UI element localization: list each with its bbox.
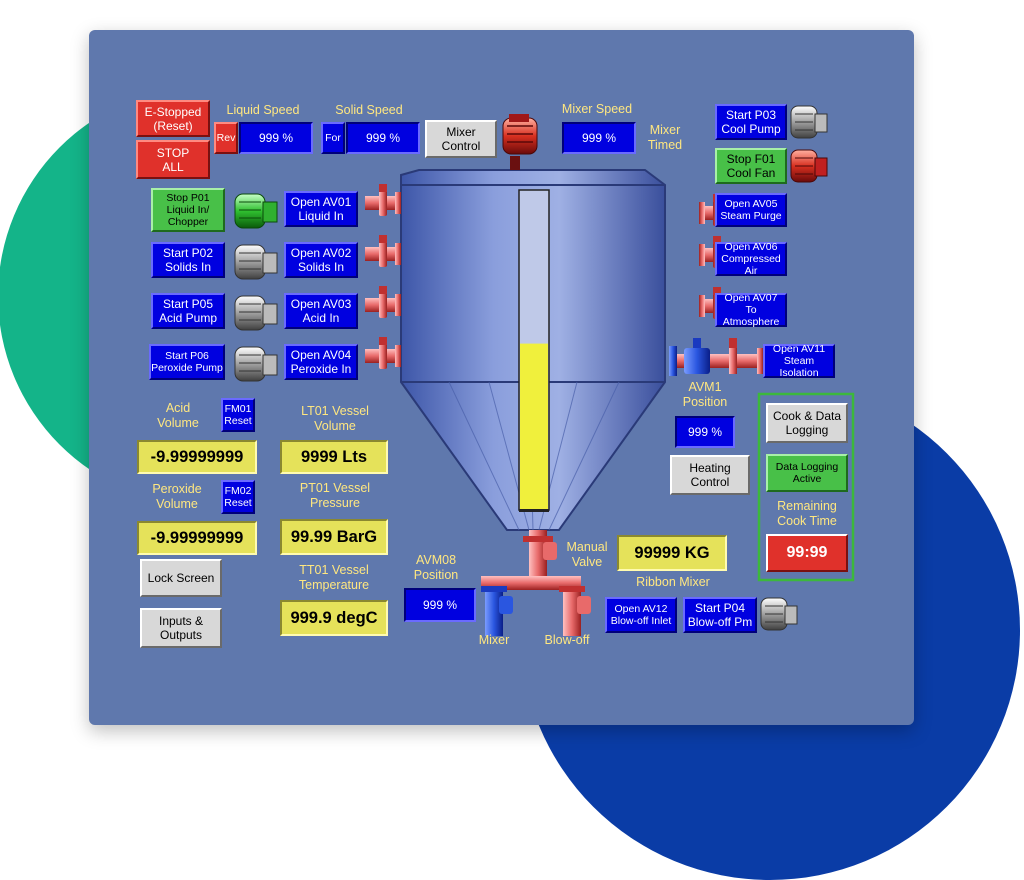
blow-off-outlet-label: Blow-off (544, 633, 590, 647)
acid-volume-label: Acid Volume (157, 401, 199, 430)
avm08-position-value[interactable]: 999 % (404, 588, 476, 622)
mixing-vessel (400, 169, 666, 531)
start-p04-button[interactable]: Start P04 Blow-off Pm (683, 597, 757, 633)
lt01-volume-label: LT01 Vessel Volume (301, 404, 369, 433)
open-av04-button[interactable]: Open AV04 Peroxide In (284, 344, 358, 380)
avm1-position-label: AVM1 Position (682, 380, 728, 409)
mixer-outlet-label: Mixer (478, 633, 510, 647)
mixer-control-button[interactable]: Mixer Control (425, 120, 497, 158)
cook-data-logging-button[interactable]: Cook & Data Logging (766, 403, 848, 443)
open-av07-button[interactable]: Open AV07 To Atmosphere (715, 292, 787, 328)
mixer-motor (502, 114, 538, 170)
open-av05-button[interactable]: Open AV05 Steam Purge (715, 193, 787, 227)
avm08-position-label: AVM08 Position (413, 553, 459, 582)
process-diagram (234, 105, 855, 636)
open-av06-button[interactable]: Open AV06 Compressed Air (715, 241, 787, 277)
fm01-reset-button[interactable]: FM01 Reset (221, 398, 255, 432)
weight-value: 99999 KG (617, 535, 727, 571)
acid-volume-value: -9.99999999 (137, 440, 257, 474)
ribbon-mixer-label: Ribbon Mixer (636, 575, 710, 589)
pumps-top-right (760, 105, 828, 631)
outlet-pipework (481, 530, 591, 636)
mixer-speed-value[interactable]: 999 % (562, 122, 636, 154)
lock-screen-button[interactable]: Lock Screen (140, 559, 222, 597)
inputs-outputs-button[interactable]: Inputs & Outputs (140, 608, 222, 648)
open-av02-button[interactable]: Open AV02 Solids In (284, 242, 358, 278)
peroxide-volume-label: Peroxide Volume (152, 482, 202, 511)
open-av03-button[interactable]: Open AV03 Acid In (284, 293, 358, 329)
manual-valve-label: Manual Valve (566, 540, 608, 569)
mixer-speed-label: Mixer Speed (561, 102, 633, 116)
inlet-pipes-right (669, 194, 763, 376)
hmi-panel: E-Stopped (Reset) STOP ALL Liquid Speed … (89, 30, 914, 725)
stop-p01-button[interactable]: Stop P01 Liquid In/ Chopper (151, 188, 225, 232)
mixer-timed-label: Mixer Timed (647, 123, 683, 152)
data-logging-active-indicator: Data Logging Active (766, 454, 848, 492)
liquid-speed-value[interactable]: 999 % (239, 122, 313, 154)
solid-speed-label: Solid Speed (335, 103, 403, 117)
lt01-volume-value: 9999 Lts (280, 440, 388, 474)
solid-speed-value[interactable]: 999 % (346, 122, 420, 154)
start-p06-button[interactable]: Start P06 Peroxide Pump (149, 344, 225, 380)
stop-all-button[interactable]: STOP ALL (136, 140, 210, 179)
open-av12-button[interactable]: Open AV12 Blow-off Inlet (605, 597, 677, 633)
logging-group-box (757, 392, 855, 582)
peroxide-volume-value: -9.99999999 (137, 521, 257, 555)
start-p05-button[interactable]: Start P05 Acid Pump (151, 293, 225, 329)
tt01-temperature-value: 999.9 degC (280, 600, 388, 636)
avm1-position-value[interactable]: 999 % (675, 416, 735, 448)
solid-direction-button[interactable]: For (321, 122, 345, 154)
level-fill (520, 343, 548, 510)
remaining-cook-time-value: 99:99 (766, 534, 848, 572)
start-p03-cool-pump-button[interactable]: Start P03 Cool Pump (715, 104, 787, 140)
e-stopped-reset-button[interactable]: E-Stopped (Reset) (136, 100, 210, 137)
inlet-pipes-left (365, 184, 401, 369)
heating-control-button[interactable]: Heating Control (670, 455, 750, 495)
tt01-temperature-label: TT01 Vessel Temperature (298, 563, 370, 592)
pt01-pressure-label: PT01 Vessel Pressure (299, 481, 371, 510)
open-av11-button[interactable]: Open AV11 Steam Isolation (763, 343, 835, 379)
pumps-left (234, 193, 278, 382)
open-av01-button[interactable]: Open AV01 Liquid In (284, 191, 358, 227)
start-p02-button[interactable]: Start P02 Solids In (151, 242, 225, 278)
pt01-pressure-value: 99.99 BarG (280, 519, 388, 555)
liquid-direction-button[interactable]: Rev (214, 122, 238, 154)
stop-f01-cool-fan-button[interactable]: Stop F01 Cool Fan (715, 148, 787, 184)
liquid-speed-label: Liquid Speed (226, 103, 300, 117)
remaining-cook-time-label: Remaining Cook Time (777, 499, 837, 528)
fm02-reset-button[interactable]: FM02 Reset (221, 480, 255, 514)
